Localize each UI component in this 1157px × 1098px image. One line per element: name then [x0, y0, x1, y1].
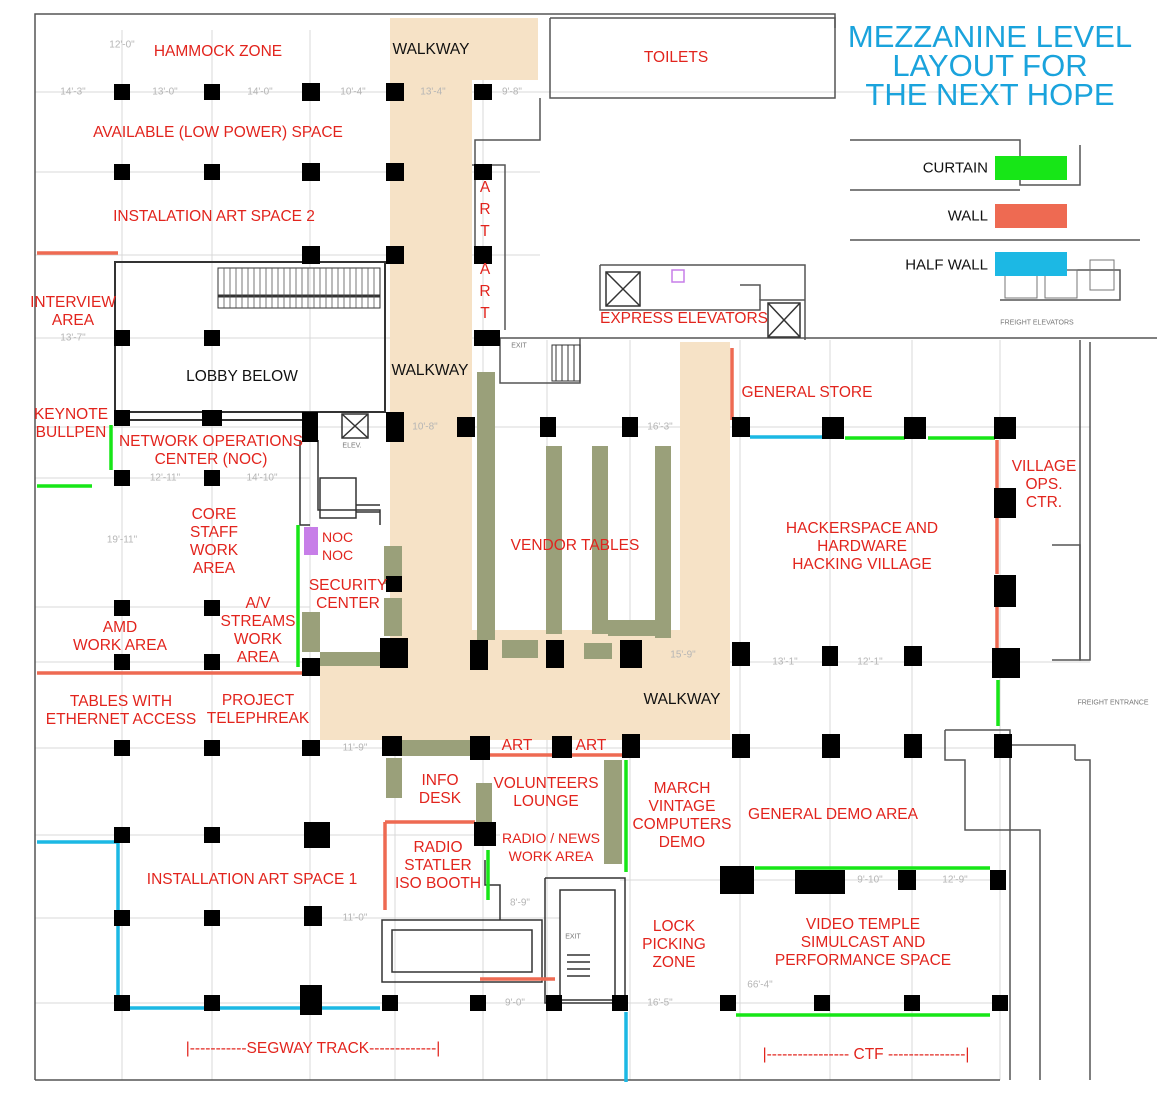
area-toilets: TOILETS	[643, 49, 709, 66]
stairs-exit	[551, 344, 581, 382]
legend-half-wall-label: HALF WALL	[905, 256, 988, 274]
dimension-label: 16'-5"	[647, 997, 673, 1009]
freight-entrance-mark: FREIGHT ENTRANCE	[1077, 699, 1149, 707]
lobby-below-outline	[114, 261, 386, 413]
legend-curtain-label: CURTAIN	[922, 159, 988, 177]
curtains	[37, 425, 1000, 1017]
legend-half-wall-swatch	[995, 252, 1067, 276]
dimension-label: 11'-9"	[342, 742, 368, 754]
building-outline	[34, 13, 1157, 1081]
dimension-label: 12'-11"	[149, 472, 181, 484]
walls	[37, 251, 999, 981]
noc-block	[304, 527, 318, 555]
area-general-store: GENERAL STORE	[741, 384, 873, 401]
freight-elevators-mark: FREIGHT ELEVATORS	[1000, 319, 1074, 327]
area-radio-statler: RADIO STATLER ISO BOOTH	[394, 839, 482, 892]
area-noc: NETWORK OPERATIONS CENTER (NOC)	[118, 433, 304, 468]
dimension-label: 8'-9"	[510, 897, 530, 909]
area-march-vintage: MARCH VINTAGE COMPUTERS DEMO	[632, 780, 732, 851]
dimension-label: 9'-10"	[857, 874, 883, 886]
area-video-temple: VIDEO TEMPLE SIMULCAST AND PERFORMANCE S…	[774, 916, 952, 969]
legend-curtain-swatch	[995, 156, 1067, 180]
dimension-label: 13'-7"	[60, 332, 86, 344]
area-village-ops: VILLAGE OPS. CTR.	[1011, 458, 1077, 511]
dimension-label: 10'-8"	[412, 421, 438, 433]
area-core-staff: CORE STAFF WORK AREA	[189, 506, 239, 577]
area-express-elevators: EXPRESS ELEVATORS	[600, 310, 768, 327]
dimension-label: 12'-9"	[942, 874, 968, 886]
area-radio-news: RADIO / NEWS WORK AREA	[501, 830, 601, 864]
dimension-label: 66'-4"	[747, 979, 773, 991]
area-ctf: |---------------- CTF ---------------|	[762, 1046, 970, 1063]
dimension-label: 13'-4"	[420, 86, 446, 98]
exit-mark-1: EXIT	[511, 342, 527, 350]
area-hammock-zone: HAMMOCK ZONE	[153, 43, 283, 60]
legend-wall-swatch	[995, 204, 1067, 228]
area-art-vertical-1: A R T	[479, 179, 491, 240]
dimension-label: 12'-1"	[857, 656, 883, 668]
area-interview: INTERVIEW AREA	[30, 294, 116, 329]
booth-structures	[381, 860, 626, 1004]
area-installation-art-2: INSTALATION ART SPACE 2	[113, 208, 315, 225]
elevator-mark: ELEV.	[342, 442, 362, 450]
half-walls	[37, 435, 822, 1082]
area-available-space: AVAILABLE (LOW POWER) SPACE	[93, 124, 343, 141]
dimension-label: 14'-10"	[246, 472, 278, 484]
area-art-vertical-2: A R T	[479, 261, 491, 322]
dimension-label: 12'-0"	[109, 39, 135, 51]
walkway-label-middle: WALKWAY	[391, 362, 469, 379]
area-project-telephreak: PROJECT TELEPHREAK	[206, 692, 310, 727]
dimension-label: 16'-3"	[647, 421, 673, 433]
dimension-label: 15'-9"	[670, 649, 696, 661]
area-art-1: ART	[501, 737, 533, 754]
map-title: MEZZANINE LEVEL LAYOUT FOR THE NEXT HOPE	[847, 19, 1133, 112]
area-hackerspace: HACKERSPACE AND HARDWARE HACKING VILLAGE	[785, 520, 939, 573]
area-security-center: SECURITY CENTER	[308, 577, 388, 612]
service-core	[299, 413, 381, 526]
area-keynote-bullpen: KEYNOTE BULLPEN	[33, 406, 109, 441]
vendor-tables	[302, 372, 671, 864]
area-amd-work: AMD WORK AREA	[73, 619, 167, 654]
dimension-label: 11'-0"	[342, 912, 368, 924]
area-vendor-tables: VENDOR TABLES	[510, 537, 640, 554]
area-lobby-below: LOBBY BELOW	[186, 368, 298, 385]
walkway-label-bottom: WALKWAY	[643, 691, 721, 708]
area-art-2: ART	[575, 737, 607, 754]
walkway-label-top: WALKWAY	[392, 41, 470, 58]
dimension-label: 14'-0"	[247, 86, 273, 98]
dimension-label: 19'-11"	[106, 534, 138, 546]
dimension-label: 10'-4"	[340, 86, 366, 98]
dimension-label: 13'-1"	[772, 656, 798, 668]
legend-wall-label: WALL	[947, 207, 988, 225]
area-info-desk: INFO DESK	[418, 772, 462, 807]
area-volunteers-lounge: VOLUNTEERS LOUNGE	[493, 775, 599, 810]
dimension-label: 14'-3"	[60, 86, 86, 98]
area-av-streams: A/V STREAMS WORK AREA	[220, 595, 296, 666]
stairs-lobby-treads	[223, 268, 375, 308]
express-elevator-shafts	[605, 269, 801, 338]
columns	[114, 83, 1020, 1015]
dimension-label: 9'-0"	[505, 997, 525, 1009]
area-installation-art-1: INSTALLATION ART SPACE 1	[146, 871, 358, 888]
dimension-label: 13'-0"	[152, 86, 178, 98]
area-segway-track: |-----------SEGWAY TRACK-------------|	[185, 1040, 441, 1057]
exit-mark-2: EXIT	[565, 933, 581, 941]
walkway-area	[320, 18, 730, 740]
area-noc-small: NOC NOC	[322, 529, 354, 563]
area-lock-picking: LOCK PICKING ZONE	[642, 918, 706, 971]
stairs-lobby	[217, 267, 381, 309]
area-general-demo: GENERAL DEMO AREA	[748, 806, 918, 823]
dimension-label: 9'-8"	[502, 86, 522, 98]
area-tables-ethernet: TABLES WITH ETHERNET ACCESS	[45, 693, 197, 728]
